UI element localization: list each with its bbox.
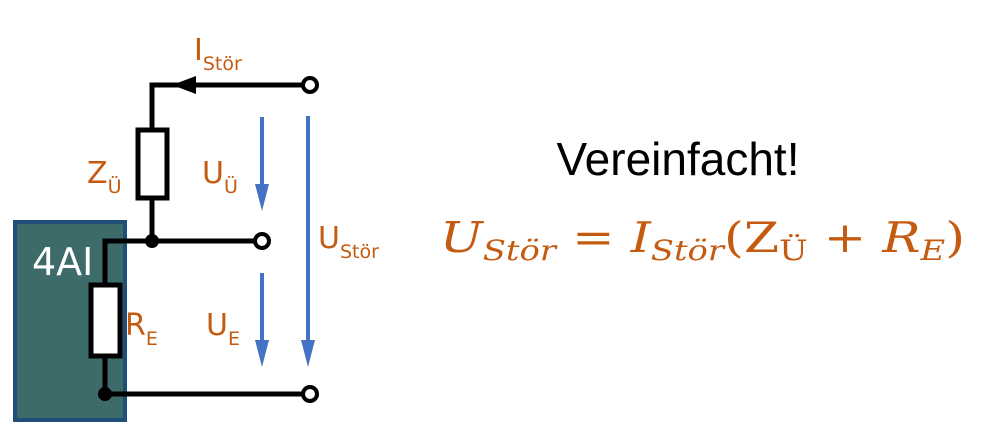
arrow-down-icon xyxy=(255,340,269,367)
u-e-label: UE xyxy=(206,308,240,350)
arrow-down-icon xyxy=(255,184,269,211)
voltage-arrows xyxy=(255,116,315,367)
arrow-down-icon xyxy=(301,340,315,367)
terminal-top[interactable] xyxy=(301,76,319,94)
z-label: ZÜ xyxy=(87,156,121,198)
module-label: 4AI xyxy=(32,240,93,284)
re-label: RE xyxy=(125,308,158,350)
u-z-label: UÜ xyxy=(202,156,238,198)
resistor-re xyxy=(88,282,123,359)
junction-dot xyxy=(98,387,112,401)
terminal-middle[interactable] xyxy=(253,232,271,250)
current-label: IStör xyxy=(194,33,242,75)
terminal-bottom[interactable] xyxy=(301,385,319,403)
impedance-z-resistor xyxy=(135,127,170,201)
current-arrow-icon xyxy=(172,76,196,94)
u-stoer-label: UStör xyxy=(318,221,379,263)
heading: Vereinfacht! xyxy=(557,133,800,185)
wires xyxy=(102,82,303,397)
junction-dot xyxy=(145,234,159,248)
